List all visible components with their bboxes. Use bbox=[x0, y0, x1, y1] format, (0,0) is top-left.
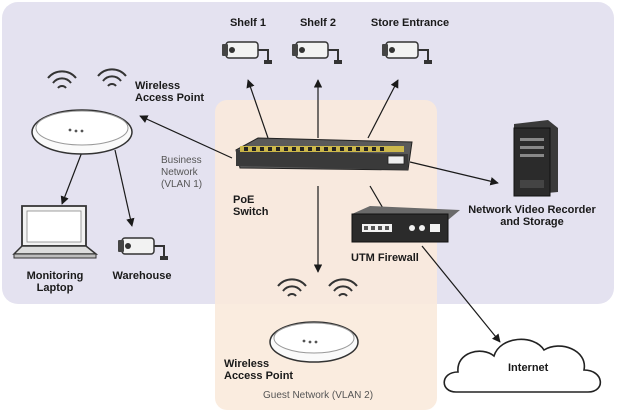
nvr-label: Network Video Recorder and Storage bbox=[468, 204, 596, 228]
link-switch-firewall bbox=[369, 185, 385, 211]
link-ap-warehouse bbox=[114, 149, 135, 227]
nvr-tower-icon bbox=[513, 120, 558, 197]
business-ap-label: Wireless Access Point bbox=[135, 80, 205, 104]
guest-ap-label: Wireless Access Point bbox=[224, 358, 294, 382]
camera-label-store-entrance: Store Entrance bbox=[370, 17, 450, 29]
camera-label-shelf-2: Shelf 2 bbox=[299, 17, 337, 29]
internet-cloud-icon bbox=[443, 338, 602, 393]
link-switch-entrance bbox=[367, 79, 399, 139]
camera-label-shelf-1: Shelf 1 bbox=[229, 17, 267, 29]
link-switch-shelf1 bbox=[246, 79, 269, 139]
poe-switch-label: PoE Switch bbox=[233, 194, 269, 218]
access-point-icon bbox=[31, 109, 133, 155]
wifi-icon bbox=[97, 68, 127, 87]
internet-label: Internet bbox=[508, 362, 549, 374]
firewall-icon bbox=[351, 206, 460, 243]
camera-icon bbox=[382, 41, 432, 64]
laptop-icon bbox=[12, 205, 99, 259]
camera-icon bbox=[118, 237, 168, 260]
wifi-icon bbox=[277, 278, 307, 297]
guest-network-label: Guest Network (VLAN 2) bbox=[263, 390, 374, 401]
access-point-icon bbox=[269, 321, 359, 363]
business-network-label: Business Network (VLAN 1) bbox=[161, 155, 203, 190]
link-switch-ap bbox=[139, 115, 233, 159]
monitoring-laptop-label: Monitoring Laptop bbox=[26, 270, 84, 294]
utm-firewall-label: UTM Firewall bbox=[351, 252, 419, 264]
guest-network-zone bbox=[215, 100, 437, 410]
camera-icon bbox=[222, 41, 272, 64]
camera-icon bbox=[292, 41, 342, 64]
link-firewall-internet bbox=[421, 245, 501, 343]
wifi-icon bbox=[47, 70, 77, 89]
wifi-icon bbox=[328, 278, 358, 297]
link-switch-nvr bbox=[409, 161, 499, 186]
poe-switch-icon bbox=[235, 137, 413, 171]
warehouse-camera-label: Warehouse bbox=[112, 270, 172, 282]
link-ap-laptop bbox=[60, 151, 83, 205]
